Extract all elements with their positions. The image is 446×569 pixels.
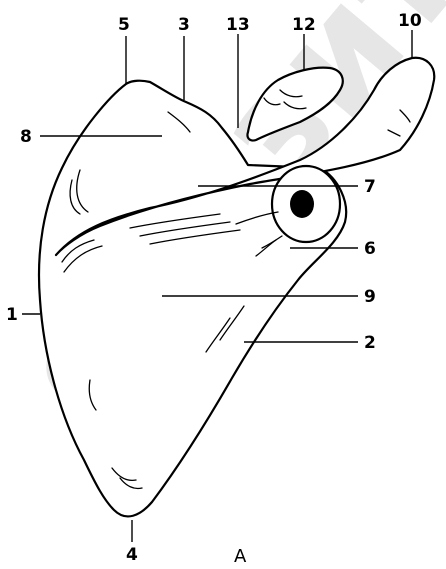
label-3: 3 — [178, 15, 190, 35]
label-9: 9 — [364, 287, 376, 307]
glenoid-dark-center — [290, 190, 314, 218]
label-10: 10 — [398, 11, 422, 31]
label-6: 6 — [364, 239, 376, 259]
label-1: 1 — [6, 305, 18, 325]
label-12: 12 — [292, 15, 316, 35]
label-4: 4 — [126, 545, 138, 565]
label-2: 2 — [364, 333, 376, 353]
label-13: 13 — [226, 15, 250, 35]
label-7: 7 — [364, 177, 376, 197]
figure-caption: А — [234, 546, 247, 567]
label-5: 5 — [118, 15, 130, 35]
label-8: 8 — [20, 127, 32, 147]
